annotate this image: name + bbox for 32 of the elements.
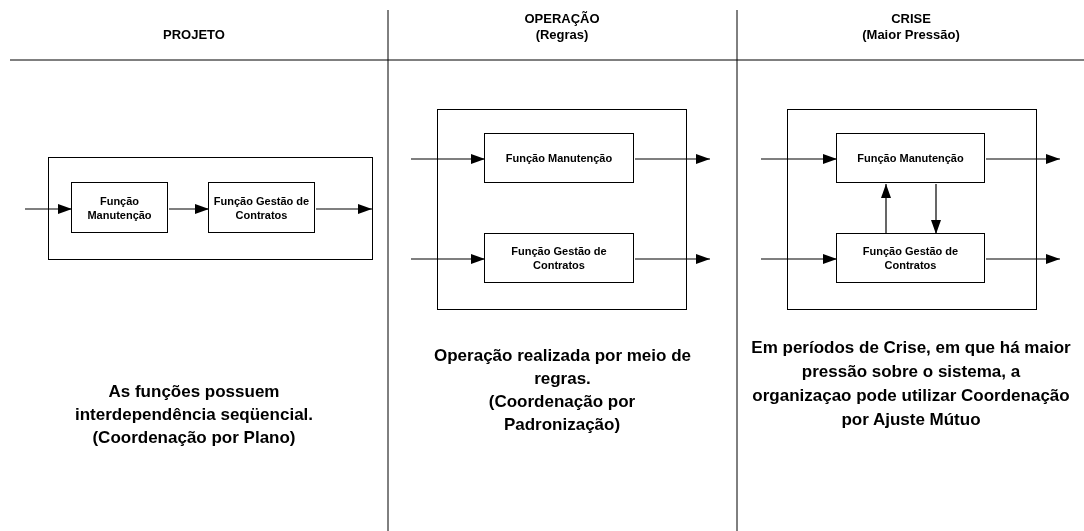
description-text: (Coordenação por Padronização)	[487, 391, 637, 436]
arrow	[931, 183, 941, 235]
process-box: Função Gestão de Contratos	[484, 233, 634, 283]
description-text: (Coordenação por Plano)	[91, 427, 297, 449]
arrow	[634, 154, 711, 164]
process-box: Função Manutenção	[71, 182, 168, 233]
column-heading: PROJETO	[162, 27, 226, 43]
process-box: Função Manutenção	[484, 133, 634, 183]
column-heading: (Regras)	[534, 27, 590, 43]
process-box: Função Manutenção	[836, 133, 985, 183]
arrow	[315, 204, 373, 214]
arrow	[985, 254, 1061, 264]
arrow	[760, 154, 838, 164]
arrow	[881, 183, 891, 235]
description-text: Em períodos de Crise, em que há maior pressão sobre o sistema, a organizaçao pode utilizar Coordenação por Ajuste Mútuo	[751, 337, 1071, 431]
arrow	[168, 204, 210, 214]
column-heading: (Maior Pressão)	[861, 27, 961, 43]
container-box	[437, 109, 687, 310]
arrow	[410, 254, 486, 264]
process-box: Função Gestão de Contratos	[208, 182, 315, 233]
container-box	[48, 157, 373, 260]
description-text: As funções possuem interdependência seqüencial.	[73, 381, 315, 426]
column-heading: OPERAÇÃO	[523, 11, 601, 27]
arrow	[985, 154, 1061, 164]
arrow	[410, 154, 486, 164]
process-box: Função Gestão de Contratos	[836, 233, 985, 283]
arrow	[24, 204, 73, 214]
arrow	[634, 254, 711, 264]
column-heading: CRISE	[890, 11, 932, 27]
container-box	[787, 109, 1037, 310]
description-text: Operação realizada por meio de regras.	[433, 345, 692, 390]
arrow	[760, 254, 838, 264]
